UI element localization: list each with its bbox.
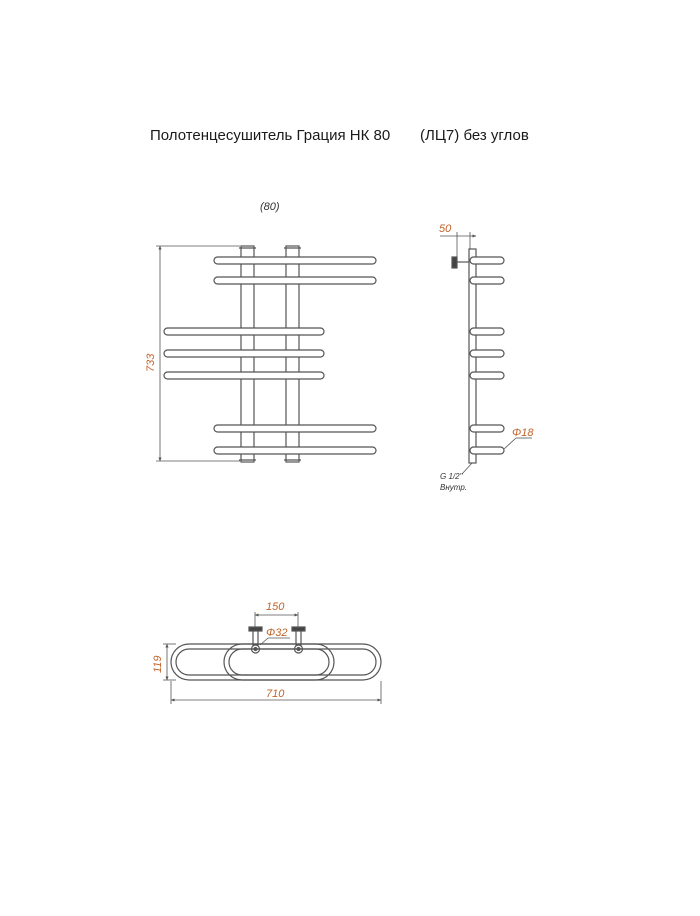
top-view: 150 Φ32 119 710 — [152, 601, 382, 704]
side-rung-5 — [469, 371, 505, 380]
offset-dim-label: 50 — [439, 223, 452, 235]
drawing-title: Полотенцесушитель Грация НК 80 — [150, 127, 391, 144]
rung-4 — [163, 349, 325, 358]
front-view: (80) 733 — [145, 201, 377, 463]
rung-2 — [213, 276, 377, 285]
tube-diameter-label: Φ18 — [512, 427, 534, 439]
rung-5 — [163, 371, 325, 380]
side-rung-3 — [469, 327, 505, 336]
side-rung-2 — [469, 276, 505, 285]
rung-1 — [213, 256, 377, 265]
thread-spec-label: G 1/2" — [440, 472, 464, 481]
depth-dim-label: 119 — [152, 655, 164, 673]
height-dim-label: 733 — [145, 353, 157, 372]
side-view: 50 Φ18 G 1/2" Внутр. — [439, 223, 534, 492]
height-dimension — [156, 245, 240, 462]
center-distance-label: 150 — [266, 601, 285, 613]
thread-type-label: Внутр. — [440, 483, 467, 492]
rung-6 — [213, 424, 377, 433]
side-rung-6 — [469, 424, 505, 433]
front-size-label: (80) — [260, 201, 280, 213]
drawing-variant: (ЛЦ7) без углов — [420, 127, 529, 144]
side-rung-7 — [469, 446, 505, 455]
side-rung-1 — [469, 256, 505, 265]
wall-mount — [451, 256, 458, 269]
width-dim-label: 710 — [266, 688, 285, 700]
side-rung-4 — [469, 349, 505, 358]
rung-3 — [163, 327, 325, 336]
connection-diameter-label: Φ32 — [266, 627, 287, 639]
rung-7 — [213, 446, 377, 455]
inner-loop — [223, 643, 335, 681]
